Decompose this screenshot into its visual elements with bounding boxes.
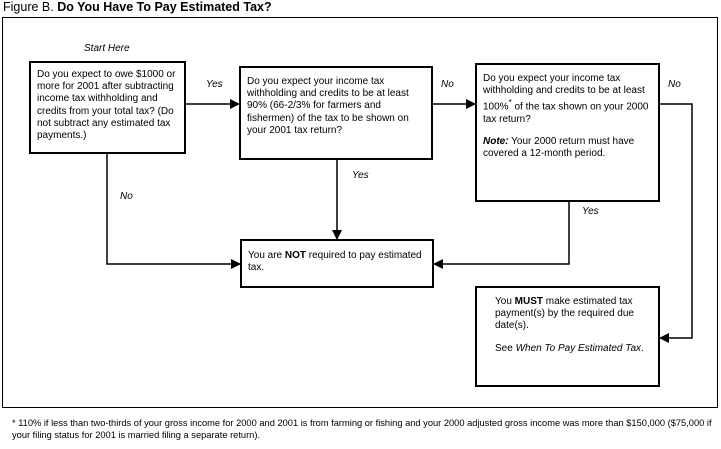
note-text: Your 2000 return must have covered a 12-… <box>483 136 635 160</box>
footnote-marker: * <box>508 98 512 108</box>
result-not-required-text: You are NOT required to pay estimated ta… <box>248 250 422 274</box>
edge-b3-b5 <box>659 103 693 343</box>
result-must-pay-text: You MUST make estimated tax payment(s) b… <box>495 296 634 332</box>
label-b1-b4: No <box>120 191 133 202</box>
question-3-tail: of the tax shown on your 2000 tax return… <box>483 101 649 125</box>
diagram-frame <box>2 17 718 408</box>
edge-b3-b4 <box>433 202 570 269</box>
edge-b1-b4 <box>106 154 241 269</box>
question-box-3: Do you expect your income tax withholdin… <box>475 63 660 202</box>
question-2-text: Do you expect your income tax withholdin… <box>247 76 409 136</box>
note-label: Note: <box>483 136 509 148</box>
label-b3-b5: No <box>668 79 681 90</box>
label-b3-b4: Yes <box>582 206 599 217</box>
see-reference-title: When To Pay Estimated Tax <box>515 342 642 354</box>
question-box-2: Do you expect your income tax withholdin… <box>239 66 433 160</box>
question-1-text: Do you expect to owe $1000 or more for 2… <box>37 69 176 142</box>
not-emphasis: NOT <box>284 250 306 261</box>
see-reference: See When To Pay Estimated Tax. <box>495 342 644 354</box>
label-b1-b2: Yes <box>206 79 223 90</box>
figure-label: Figure B. <box>3 0 54 14</box>
result-box-must-pay: You MUST make estimated tax payment(s) b… <box>475 286 660 387</box>
figure-title: Figure B. Do You Have To Pay Estimated T… <box>3 0 272 14</box>
label-b2-b3: No <box>441 79 454 90</box>
figure-heading: Do You Have To Pay Estimated Tax? <box>57 0 272 14</box>
question-3-main: Do you expect your income tax withholdin… <box>483 73 645 113</box>
question-3-note: Note: Your 2000 return must have covered… <box>483 136 652 160</box>
label-b2-b4: Yes <box>352 170 369 181</box>
question-3-text: Do you expect your income tax withholdin… <box>483 73 652 126</box>
result-box-not-required: You are NOT required to pay estimated ta… <box>240 239 434 288</box>
must-emphasis: MUST <box>514 296 543 307</box>
footnote: * 110% if less than two-thirds of your g… <box>12 418 712 440</box>
start-label: Start Here <box>84 43 130 54</box>
question-box-1: Do you expect to owe $1000 or more for 2… <box>29 61 186 154</box>
